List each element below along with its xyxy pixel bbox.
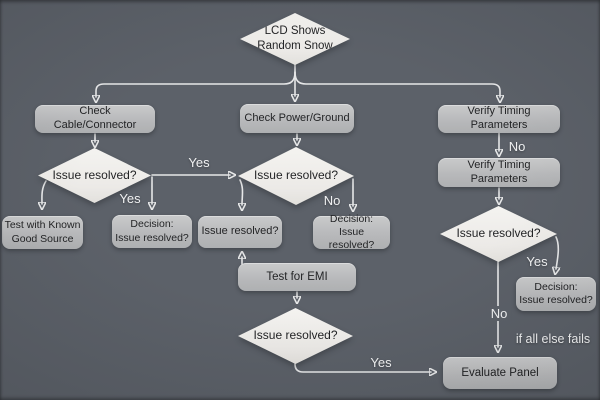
node-issue-resolved-box: Issue resolved? bbox=[198, 216, 282, 248]
node-decision-right: Decision: Issue resolved? bbox=[516, 277, 596, 311]
node-issue-bottom-label: Issue resolved? bbox=[238, 308, 353, 364]
node-issue-right: Issue resolved? bbox=[440, 206, 557, 262]
node-check-cable: Check Cable/Connector bbox=[35, 105, 155, 133]
edge-label-if-all-else-fails: if all else fails bbox=[515, 332, 591, 346]
node-verify-timing-2: Verify Timing Parameters bbox=[438, 158, 560, 187]
node-issue-left: Issue resolved? bbox=[38, 148, 151, 203]
node-issue-bottom: Issue resolved? bbox=[238, 308, 353, 364]
edge-label-no-timing: No bbox=[508, 139, 526, 154]
node-start-label: LCD Shows Random Snow bbox=[240, 13, 350, 65]
edge-label-yes-right: Yes bbox=[526, 254, 548, 269]
node-verify-timing-1: Verify Timing Parameters bbox=[438, 105, 560, 133]
node-evaluate-panel: Evaluate Panel bbox=[443, 357, 557, 389]
node-decision-mid: Decision: Issue resolved? bbox=[313, 213, 390, 251]
node-check-power: Check Power/Ground bbox=[240, 104, 354, 133]
edge-label-yes-bottom: Yes bbox=[370, 355, 392, 370]
node-test-known-good: Test with Known Good Source bbox=[2, 216, 83, 249]
edge-label-yes-left-down: Yes bbox=[119, 191, 141, 206]
node-test-emi: Test for EMI bbox=[238, 263, 356, 291]
node-decision-left: Decision: Issue resolved? bbox=[112, 215, 192, 248]
edge-label-no-right: No bbox=[486, 306, 512, 321]
edge-label-no-mid: No bbox=[323, 193, 341, 208]
edge-label-yes-left-to-mid: Yes bbox=[188, 155, 210, 170]
node-issue-mid: Issue resolved? bbox=[238, 147, 354, 205]
node-start: LCD Shows Random Snow bbox=[240, 13, 350, 65]
